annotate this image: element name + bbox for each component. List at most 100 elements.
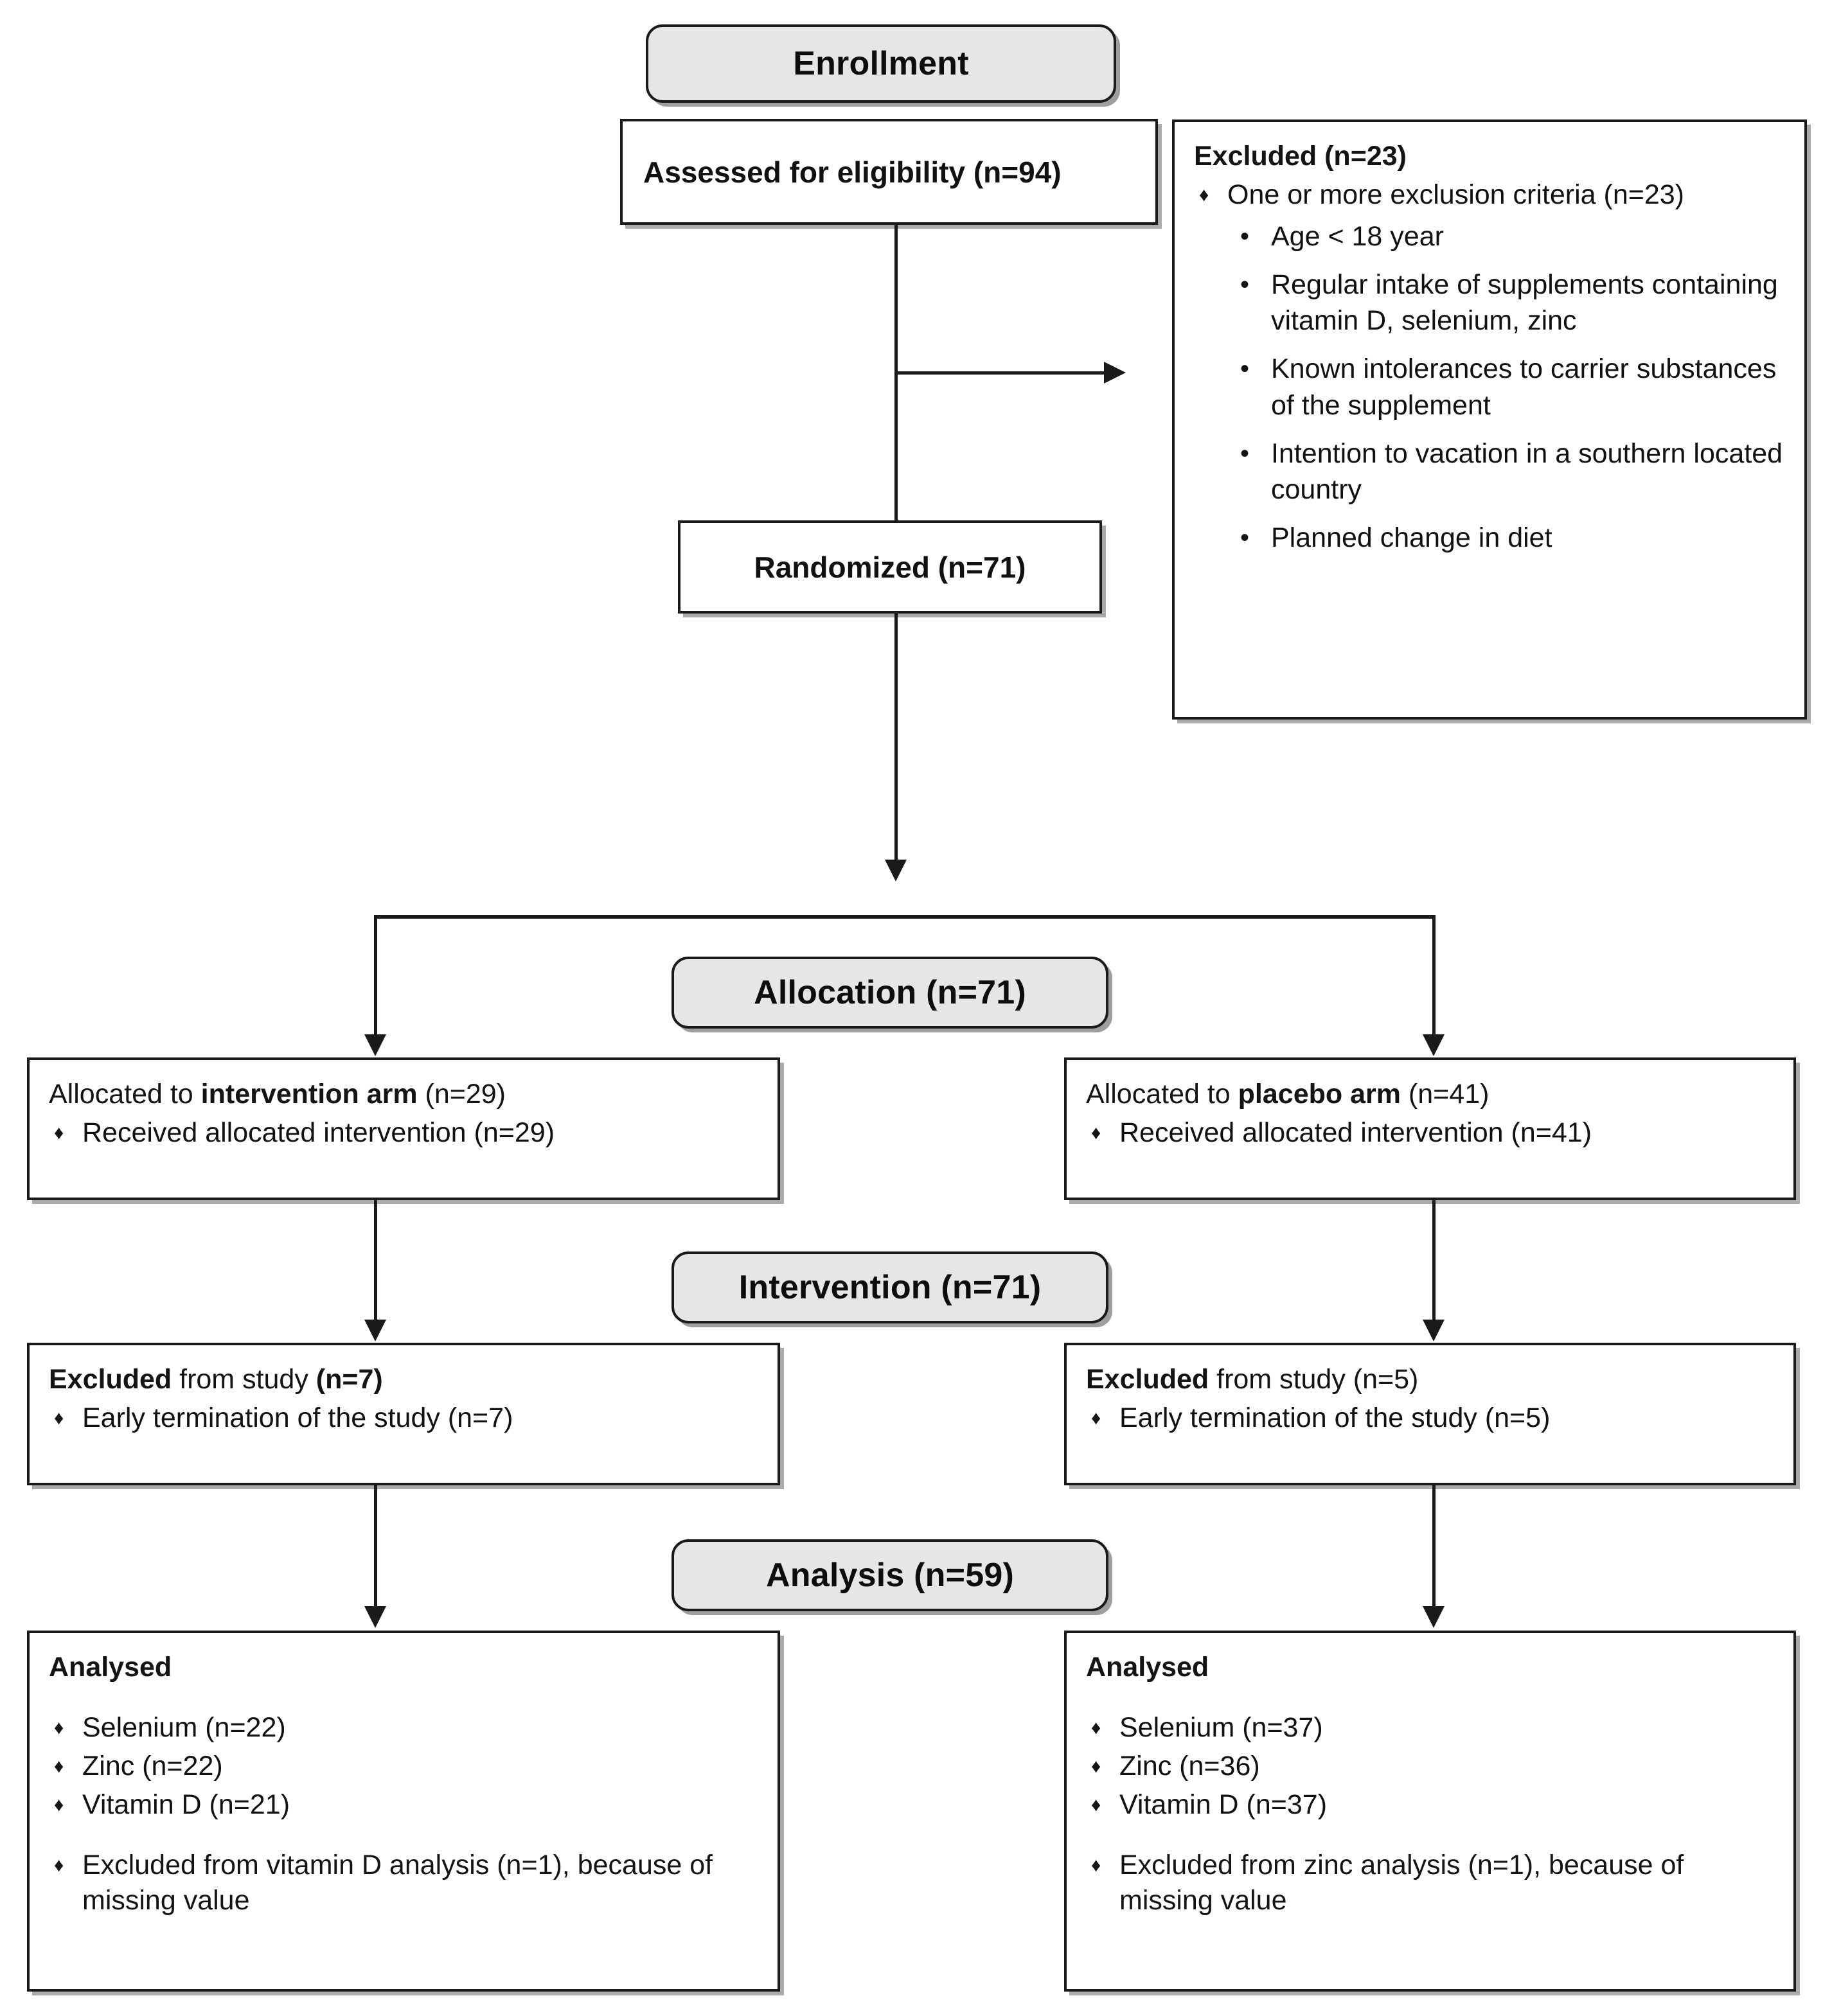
randomized-text: Randomized (n=71) [754, 550, 1026, 584]
intervention-right-list: Early termination of the study (n=5) [1086, 1401, 1774, 1437]
list-item: Excluded from vitamin D analysis (n=1), … [49, 1848, 758, 1920]
excluded-primary-list: One or more exclusion criteria (n=23) [1194, 177, 1785, 213]
analysis-left-selenium: Selenium (n=22) [82, 1711, 286, 1743]
list-item: Early termination of the study (n=5) [1086, 1401, 1774, 1437]
intervention-right-box: Excluded from study (n=5) Early terminat… [1064, 1343, 1796, 1485]
arrowhead-randomized-down [885, 860, 907, 881]
analysis-right-spacer-2 [1086, 1823, 1774, 1845]
list-item: Vitamin D (n=21) [49, 1787, 758, 1823]
assessed-for-eligibility-box: Assessed for eligibility (n=94) [620, 119, 1158, 225]
analysis-left-note-list: Excluded from vitamin D analysis (n=1), … [49, 1848, 758, 1920]
analysis-left-box: Analysed Selenium (n=22) Zinc (n=22) Vit… [27, 1631, 780, 1992]
analysis-right-heading: Analysed [1086, 1652, 1209, 1683]
exclusion-criterion-vacation: Intention to vacation in a southern loca… [1271, 438, 1783, 506]
allocation-right-heading: Allocated to placebo arm (n=41) [1086, 1077, 1774, 1113]
analysis-right-vitamin-d: Vitamin D (n=37) [1119, 1789, 1328, 1820]
allocation-right-heading-suffix: (n=41) [1400, 1079, 1490, 1110]
analysis-left-spacer-1 [49, 1686, 758, 1708]
arrowhead-right-intervention [1423, 1320, 1445, 1341]
split-right-down [1432, 915, 1436, 1037]
stage-pill-intervention: Intervention (n=71) [671, 1251, 1108, 1323]
list-item: Zinc (n=36) [1086, 1749, 1774, 1785]
analysis-right-box: Analysed Selenium (n=37) Zinc (n=36) Vit… [1064, 1631, 1796, 1992]
intervention-left-bullet-1: Early termination of the study (n=7) [82, 1402, 513, 1433]
exclusion-criterion-supplements: Regular intake of supplements containing… [1271, 269, 1778, 337]
assessed-for-eligibility-text: Assessed for eligibility (n=94) [643, 155, 1062, 189]
list-item: Received allocated intervention (n=41) [1086, 1115, 1774, 1151]
allocation-left-heading-prefix: Allocated to [49, 1079, 201, 1110]
intervention-left-heading-rest: from study [172, 1364, 316, 1395]
intervention-right-bullet-1: Early termination of the study (n=5) [1119, 1402, 1551, 1433]
connector-left-interv-to-analysis [374, 1485, 377, 1609]
randomized-box: Randomized (n=71) [678, 520, 1102, 614]
connector-right-alloc-to-interv [1432, 1200, 1436, 1322]
list-item: Known intolerances to carrier substances… [1234, 351, 1785, 424]
stage-pill-allocation: Allocation (n=71) [671, 957, 1108, 1029]
arrowhead-right-allocation [1423, 1034, 1445, 1056]
analysis-right-content: Analysed Selenium (n=37) Zinc (n=36) Vit… [1067, 1633, 1793, 1936]
intervention-left-heading-count: (n=7) [316, 1364, 383, 1395]
list-item: Zinc (n=22) [49, 1749, 758, 1785]
connector-right-interv-to-analysis [1432, 1485, 1436, 1609]
intervention-left-content: Excluded from study (n=7) Early terminat… [30, 1345, 778, 1453]
stage-label-intervention: Intervention (n=71) [738, 1269, 1042, 1306]
intervention-right-heading-bold: Excluded [1086, 1364, 1209, 1395]
analysis-left-content: Analysed Selenium (n=22) Zinc (n=22) Vit… [30, 1633, 778, 1936]
allocation-left-heading-bold: intervention arm [200, 1079, 418, 1110]
split-left-down [374, 915, 377, 1037]
intervention-left-heading-bold: Excluded [49, 1364, 172, 1395]
analysis-right-list: Selenium (n=37) Zinc (n=36) Vitamin D (n… [1086, 1710, 1774, 1823]
excluded-primary-bullet-text: One or more exclusion criteria (n=23) [1227, 179, 1684, 210]
list-item: Selenium (n=37) [1086, 1710, 1774, 1746]
allocation-left-box: Allocated to intervention arm (n=29) Rec… [27, 1057, 780, 1200]
list-item: Age < 18 year [1234, 218, 1785, 255]
allocation-right-list: Received allocated intervention (n=41) [1086, 1115, 1774, 1151]
exclusion-criterion-age: Age < 18 year [1271, 220, 1444, 252]
allocation-left-list: Received allocated intervention (n=29) [49, 1115, 758, 1151]
exclusion-criterion-intolerance: Known intolerances to carrier substances… [1271, 353, 1777, 421]
arrowhead-left-analysis [364, 1606, 386, 1628]
list-item: Vitamin D (n=37) [1086, 1787, 1774, 1823]
allocation-right-content: Allocated to placebo arm (n=41) Received… [1067, 1060, 1793, 1168]
arrowhead-to-excluded [1104, 362, 1126, 384]
stage-pill-analysis: Analysis (n=59) [671, 1539, 1108, 1611]
analysis-left-list: Selenium (n=22) Zinc (n=22) Vitamin D (n… [49, 1710, 758, 1823]
analysis-left-heading: Analysed [49, 1652, 172, 1683]
intervention-left-heading: Excluded from study (n=7) [49, 1362, 758, 1398]
exclusion-criterion-diet: Planned change in diet [1271, 522, 1552, 554]
stage-label-allocation: Allocation (n=71) [754, 974, 1026, 1011]
list-item: Received allocated intervention (n=29) [49, 1115, 758, 1151]
allocation-left-bullet-1: Received allocated intervention (n=29) [82, 1117, 555, 1148]
allocation-left-heading: Allocated to intervention arm (n=29) [49, 1077, 758, 1113]
intervention-left-list: Early termination of the study (n=7) [49, 1401, 758, 1437]
intervention-right-heading: Excluded from study (n=5) [1086, 1362, 1774, 1398]
connector-left-alloc-to-interv [374, 1200, 377, 1322]
allocation-right-heading-bold: placebo arm [1238, 1079, 1401, 1110]
arrowhead-left-intervention [364, 1320, 386, 1341]
arrowhead-right-analysis [1423, 1606, 1445, 1628]
stage-pill-enrollment: Enrollment [646, 24, 1116, 103]
analysis-left-spacer-2 [49, 1823, 758, 1845]
list-item: Regular intake of supplements containing… [1234, 267, 1785, 340]
allocation-left-heading-suffix: (n=29) [417, 1079, 506, 1110]
allocation-left-content: Allocated to intervention arm (n=29) Rec… [30, 1060, 778, 1168]
analysis-right-spacer-1 [1086, 1686, 1774, 1708]
split-bar-allocation [374, 915, 1436, 919]
allocation-right-box: Allocated to placebo arm (n=41) Received… [1064, 1057, 1796, 1200]
analysis-left-note: Excluded from vitamin D analysis (n=1), … [82, 1849, 713, 1916]
analysis-left-zinc: Zinc (n=22) [82, 1750, 223, 1782]
stage-label-analysis: Analysis (n=59) [766, 1557, 1014, 1594]
intervention-right-heading-rest: from study (n=5) [1209, 1364, 1419, 1395]
stage-label-enrollment: Enrollment [793, 45, 969, 82]
list-item: Early termination of the study (n=7) [49, 1401, 758, 1437]
intervention-right-content: Excluded from study (n=5) Early terminat… [1067, 1345, 1793, 1453]
allocation-right-heading-prefix: Allocated to [1086, 1079, 1238, 1110]
excluded-sub-list: Age < 18 year Regular intake of suppleme… [1234, 218, 1785, 556]
connector-assessed-to-excluded [894, 371, 1107, 375]
excluded-criteria-box: Excluded (n=23) One or more exclusion cr… [1172, 119, 1807, 720]
list-item: One or more exclusion criteria (n=23) [1194, 177, 1785, 213]
analysis-left-vitamin-d: Vitamin D (n=21) [82, 1789, 290, 1820]
analysis-right-note: Excluded from zinc analysis (n=1), becau… [1119, 1849, 1684, 1916]
analysis-right-selenium: Selenium (n=37) [1119, 1711, 1323, 1743]
